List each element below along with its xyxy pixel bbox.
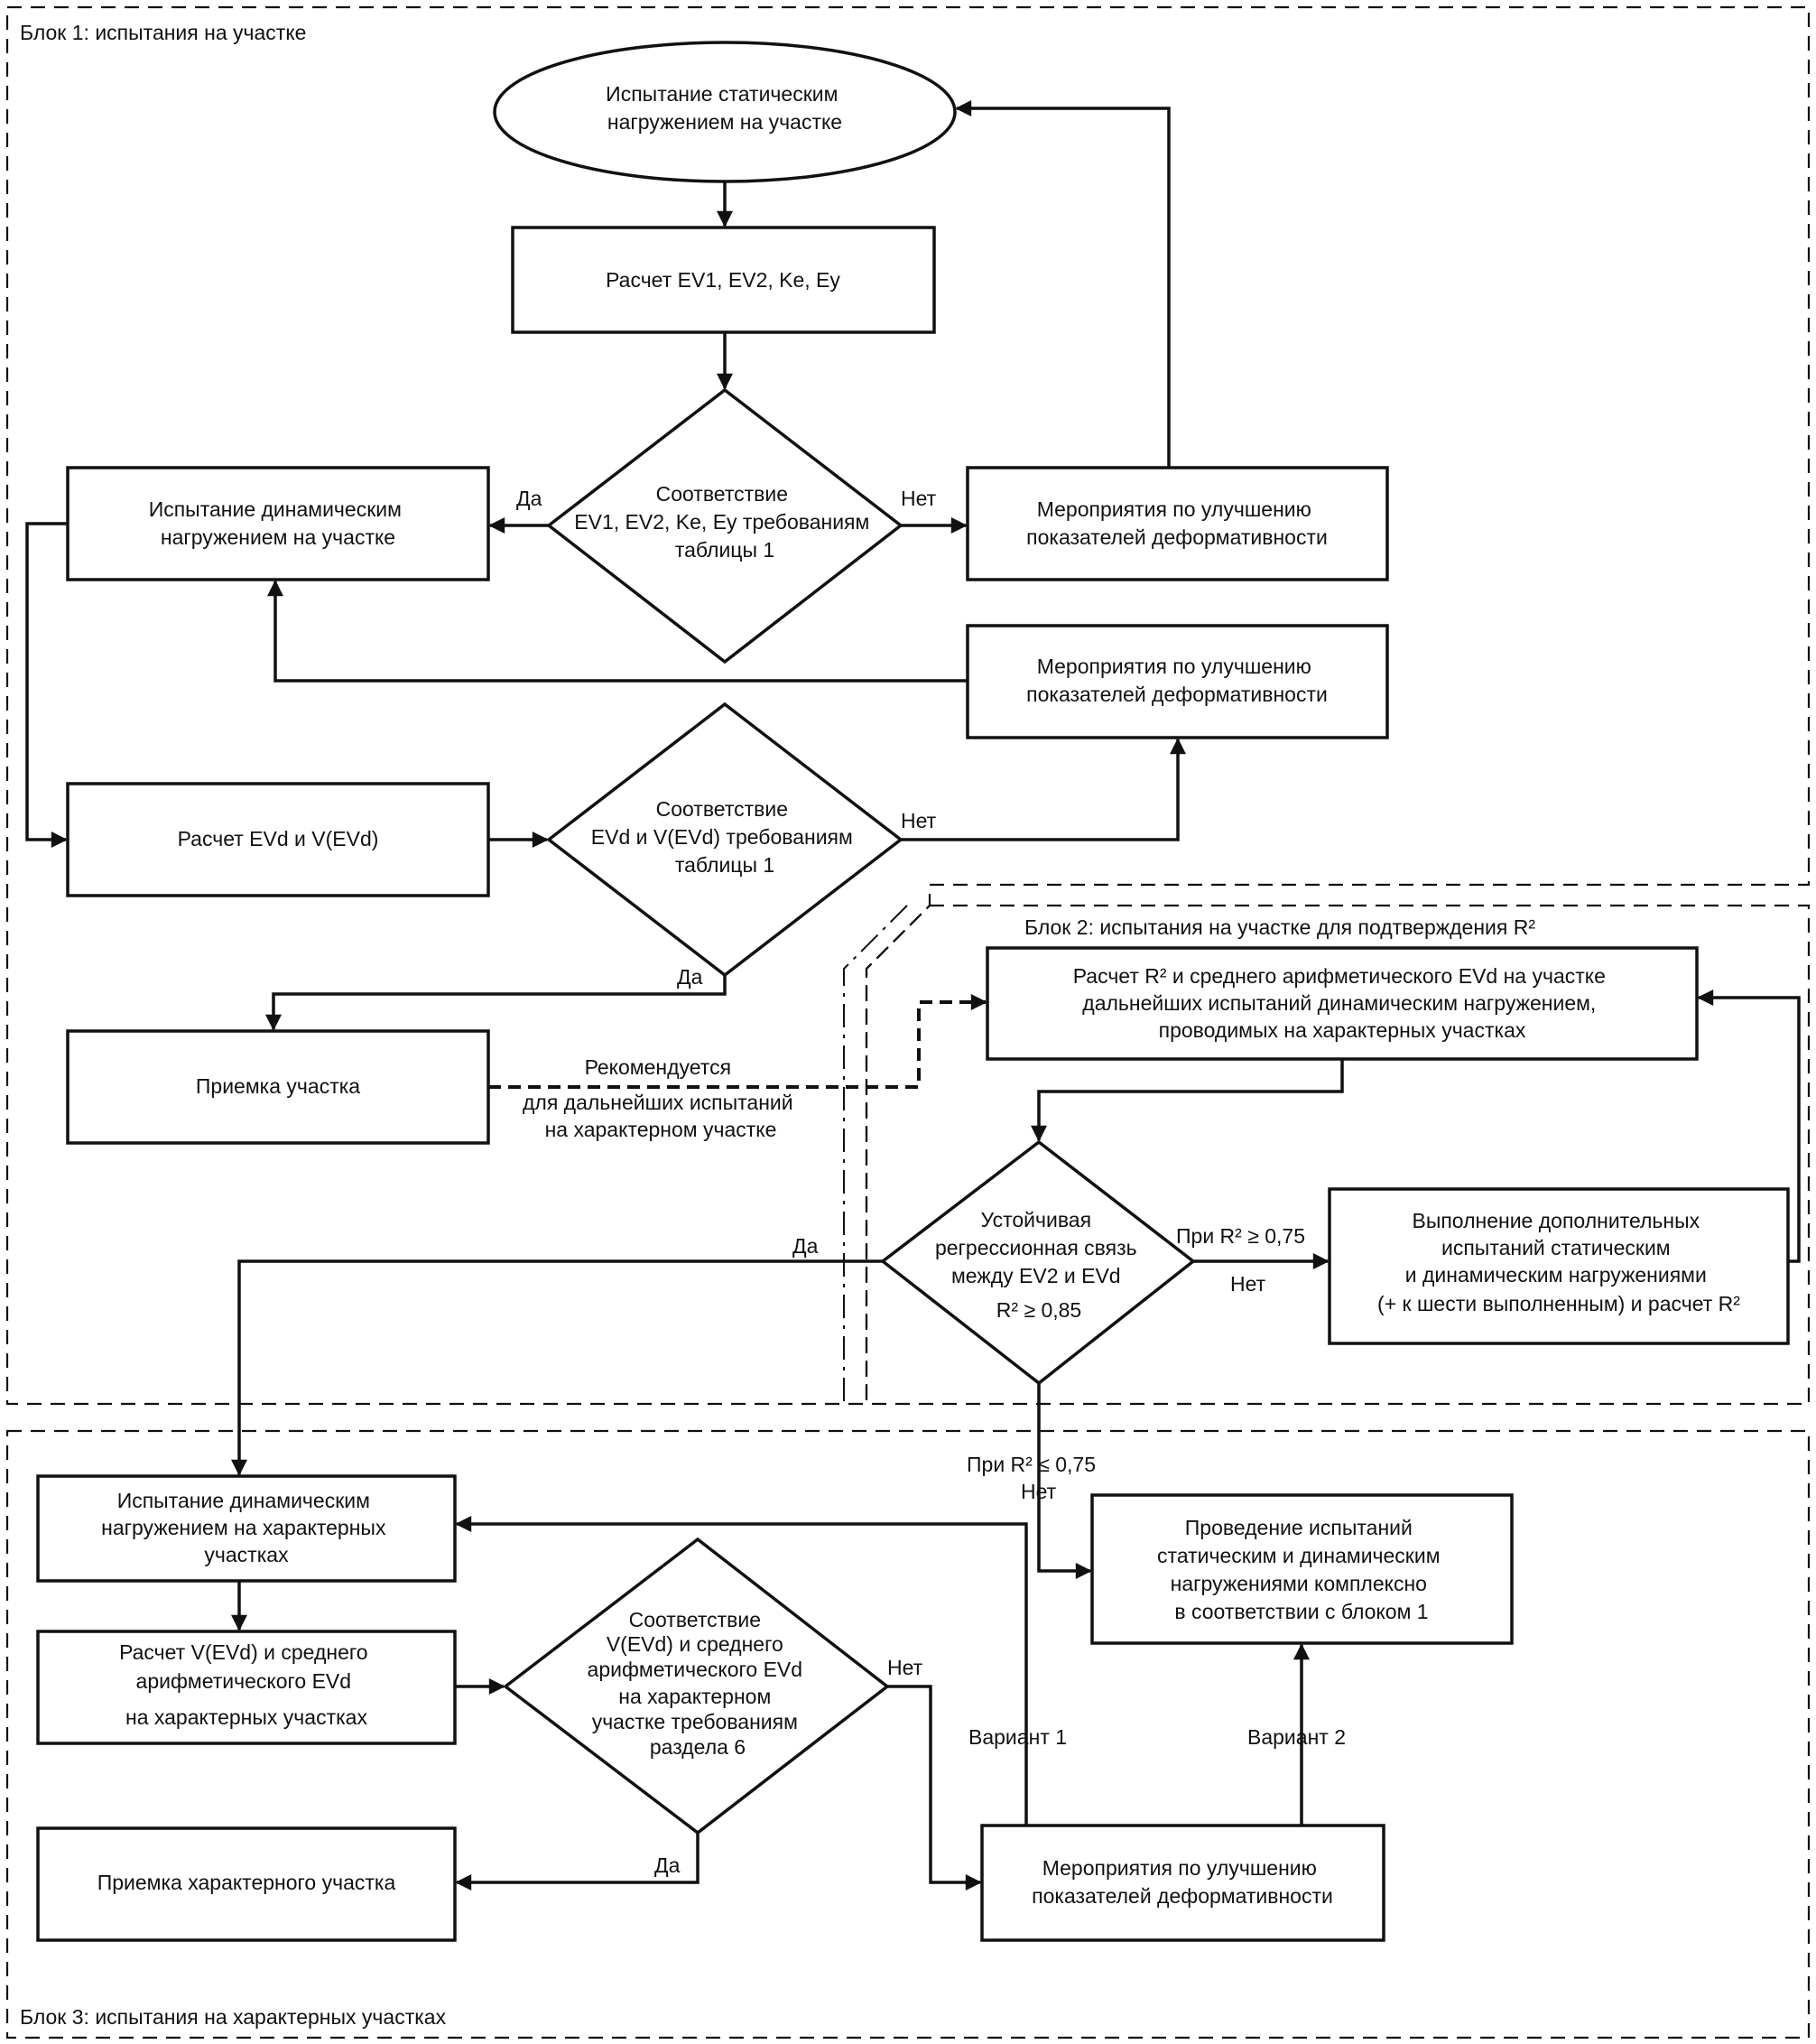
label-variant-2: Вариант 2 [1247,1725,1346,1749]
label-no-2: Нет [901,809,937,832]
arrow-recommended [488,994,987,1089]
arrow-calc-r2-to-decision [1031,1059,1344,1142]
extra-tests-label: Выполнение дополнительных испытаний стат… [1377,1209,1740,1315]
decision-ev-label: Соответствие EV1, EV2, Ke, Ey требования… [574,482,875,562]
label-r2-le: При R² ≤ 0,75 [967,1453,1096,1476]
accept-site-box [66,1029,490,1145]
label-no-4: Нет [1021,1480,1057,1503]
arrow-decision-characteristic-no [887,1685,982,1891]
block-1-title: Блок 1: испытания на участке [20,21,306,44]
measures-box-2 [966,624,1389,739]
block-2-title: Блок 2: испытания на участке для подтвер… [1024,915,1535,939]
measures-box-1 [966,466,1389,581]
label-yes-2: Да [677,965,703,989]
measures-label-3: Мероприятия по улучшению показателей деф… [1032,1856,1333,1908]
calc-r2-label: Расчет R² и среднего арифметического EVd… [1073,964,1612,1042]
block-3-title: Блок 3: испытания на характерных участка… [20,2005,447,2029]
arrow-extra-to-calc-r2 [1697,989,1801,1263]
calc-r2-box [986,946,1699,1061]
dynamic-characteristic-label: Испытание динамическим нагружением на ха… [101,1489,392,1566]
label-no-3: Нет [1230,1272,1266,1296]
arrow-decision-characteristic-yes [455,1833,700,1891]
label-r2-ge: При R² ≥ 0,75 [1176,1224,1305,1248]
extra-tests-box [1328,1187,1790,1345]
complex-tests-label: Проведение испытаний статическим и динам… [1157,1516,1446,1623]
accept-site-label: Приемка участка [196,1074,360,1098]
arrow-dynamic-to-calc-evd [25,522,68,848]
label-yes-3: Да [792,1234,819,1258]
arrow-regression-no-to-complex [1037,1383,1092,1579]
accept-characteristic-box [36,1826,457,1942]
block-2-border [865,904,1811,1406]
calc-ev-label: Расчет EV1, EV2, Ke, Ey [606,268,840,292]
label-recommended: Рекомендуется для дальнейших испытаний н… [523,1055,799,1141]
label-yes-4: Да [654,1854,681,1877]
decision-regression-diamond [880,1139,1196,1386]
label-yes-1: Да [516,487,542,510]
label-no-1: Нет [901,487,937,510]
arrow-regression-yes [231,1259,883,1476]
dynamic-test-box [66,466,490,581]
calc-characteristic-box [36,1630,457,1745]
arrow-measures-to-dynamic [267,580,968,683]
arrow-variant-1 [455,1516,1028,1826]
measures-box-3 [980,1824,1385,1942]
accept-characteristic-label: Приемка характерного участка [97,1871,396,1894]
decision-regression-label: Устойчивая регрессионная связь между EV2… [935,1208,1143,1322]
arrow-decision-evd-no [901,738,1186,841]
decision-ev-diamond [546,387,903,664]
arrow-measures-to-start [955,100,1171,468]
decision-evd-label: Соответствие EVd и V(EVd) требованиям та… [591,797,858,877]
calc-characteristic-label: Расчет V(EVd) и среднего арифметического… [119,1640,374,1729]
measures-label-1: Мероприятия по улучшению показателей деф… [1026,497,1328,549]
block-2-outline-inner [843,905,908,1404]
dynamic-test-label: Испытание динамическим нагружением на уч… [149,497,408,549]
block-3-border [5,1429,1811,2039]
calc-evd-box [66,782,490,897]
calc-evd-label: Расчет EVd и V(EVd) [178,827,379,850]
arrow-decision-evd-yes [265,975,727,1031]
start-label: Испытание статическим нагружением на уча… [606,82,844,134]
decision-characteristic-label: Соответствие V(EVd) и среднего арифметич… [588,1608,809,1759]
measures-label-2: Мероприятия по улучшению показателей деф… [1026,655,1328,706]
dynamic-characteristic-box [36,1474,457,1583]
calc-ev-box [511,226,936,334]
label-variant-1: Вариант 1 [968,1725,1067,1749]
complex-tests-box [1090,1493,1514,1645]
label-no-5: Нет [887,1656,923,1679]
